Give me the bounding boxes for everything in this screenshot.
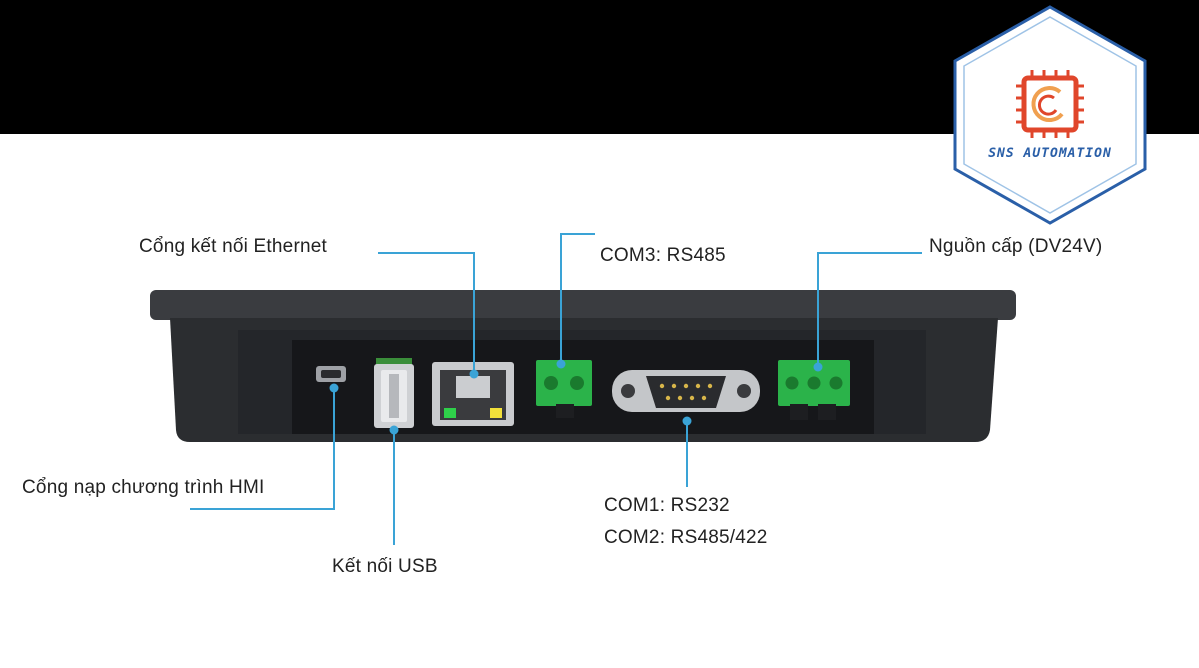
label-ethernet: Cổng kết nối Ethernet [139, 236, 327, 257]
label-com3: COM3: RS485 [600, 245, 726, 266]
com3-terminal [536, 360, 592, 418]
label-usb: Kết nối USB [332, 556, 438, 577]
label-power: Nguồn cấp (DV24V) [929, 236, 1103, 257]
leader-power [817, 252, 922, 367]
leader-hmi-program [190, 388, 335, 510]
label-com1: COM1: RS232 [604, 495, 730, 516]
leader-ethernet [378, 252, 475, 374]
mini-usb-port [316, 366, 346, 382]
sns-automation-logo [953, 5, 1147, 225]
usb-a-port [374, 358, 414, 428]
power-terminal [778, 360, 850, 420]
leader-lines [190, 233, 922, 545]
logo-text: SNS AUTOMATION [988, 146, 1112, 161]
led-green [444, 408, 456, 418]
chip-icon [1016, 70, 1084, 138]
leader-com3 [560, 233, 595, 364]
label-com2: COM2: RS485/422 [604, 527, 768, 548]
label-hmi-program: Cổng nạp chương trình HMI [22, 477, 265, 498]
ethernet-port [432, 362, 514, 426]
led-yellow [490, 408, 502, 418]
db9-connector [612, 370, 760, 412]
